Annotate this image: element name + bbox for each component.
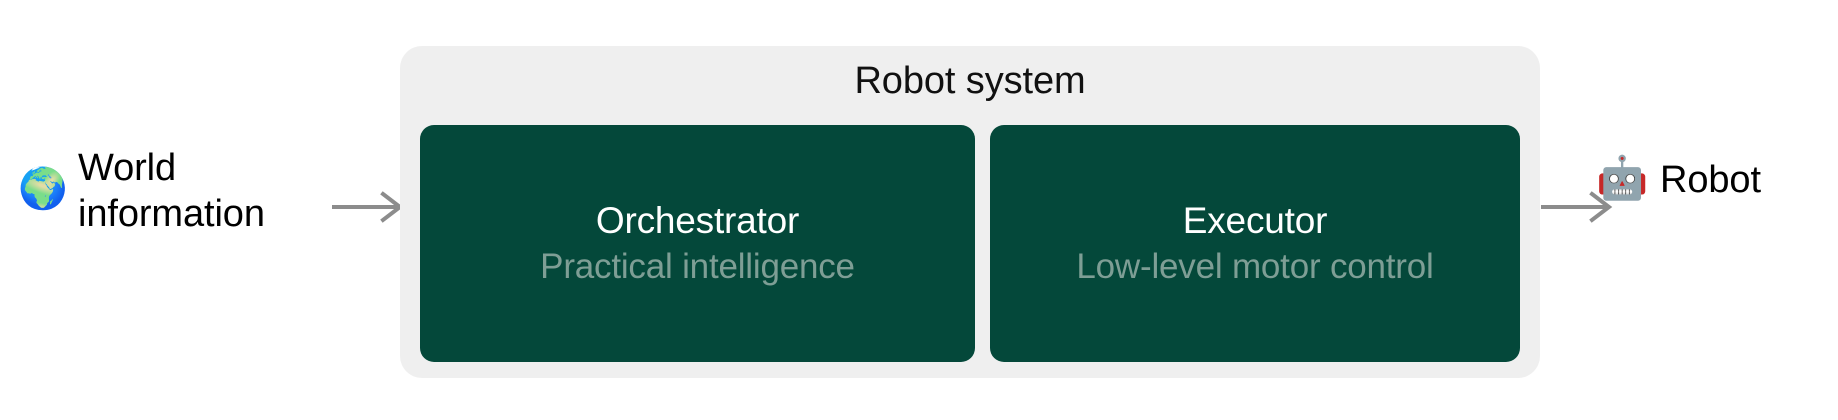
module-card-title: Executor [1182, 200, 1328, 242]
module-card-title: Orchestrator [595, 200, 800, 242]
robot-icon: 🤖 [1596, 153, 1649, 202]
module-card-subtitle: Practical intelligence [540, 246, 855, 286]
module-card-executor[interactable]: Executor Low-level motor control [990, 125, 1520, 362]
robot-system-panel: Robot system Orchestrator Practical inte… [400, 46, 1540, 378]
input-node-world-information: 🌍 World information [18, 136, 328, 246]
panel-title: Robot system [854, 60, 1086, 102]
module-card-row: Orchestrator Practical intelligence Exec… [420, 125, 1520, 362]
arrow-right-icon-input [331, 190, 407, 224]
arrow-right-icon-output [1540, 190, 1616, 224]
globe-icon: 🌍 [18, 166, 68, 212]
input-node-label: World information [78, 146, 265, 235]
output-node-label: Robot [1660, 158, 1761, 201]
module-card-orchestrator[interactable]: Orchestrator Practical intelligence [420, 125, 975, 362]
output-node-robot: 🤖 Robot [1596, 152, 1761, 208]
module-card-subtitle: Low-level motor control [1076, 246, 1434, 286]
